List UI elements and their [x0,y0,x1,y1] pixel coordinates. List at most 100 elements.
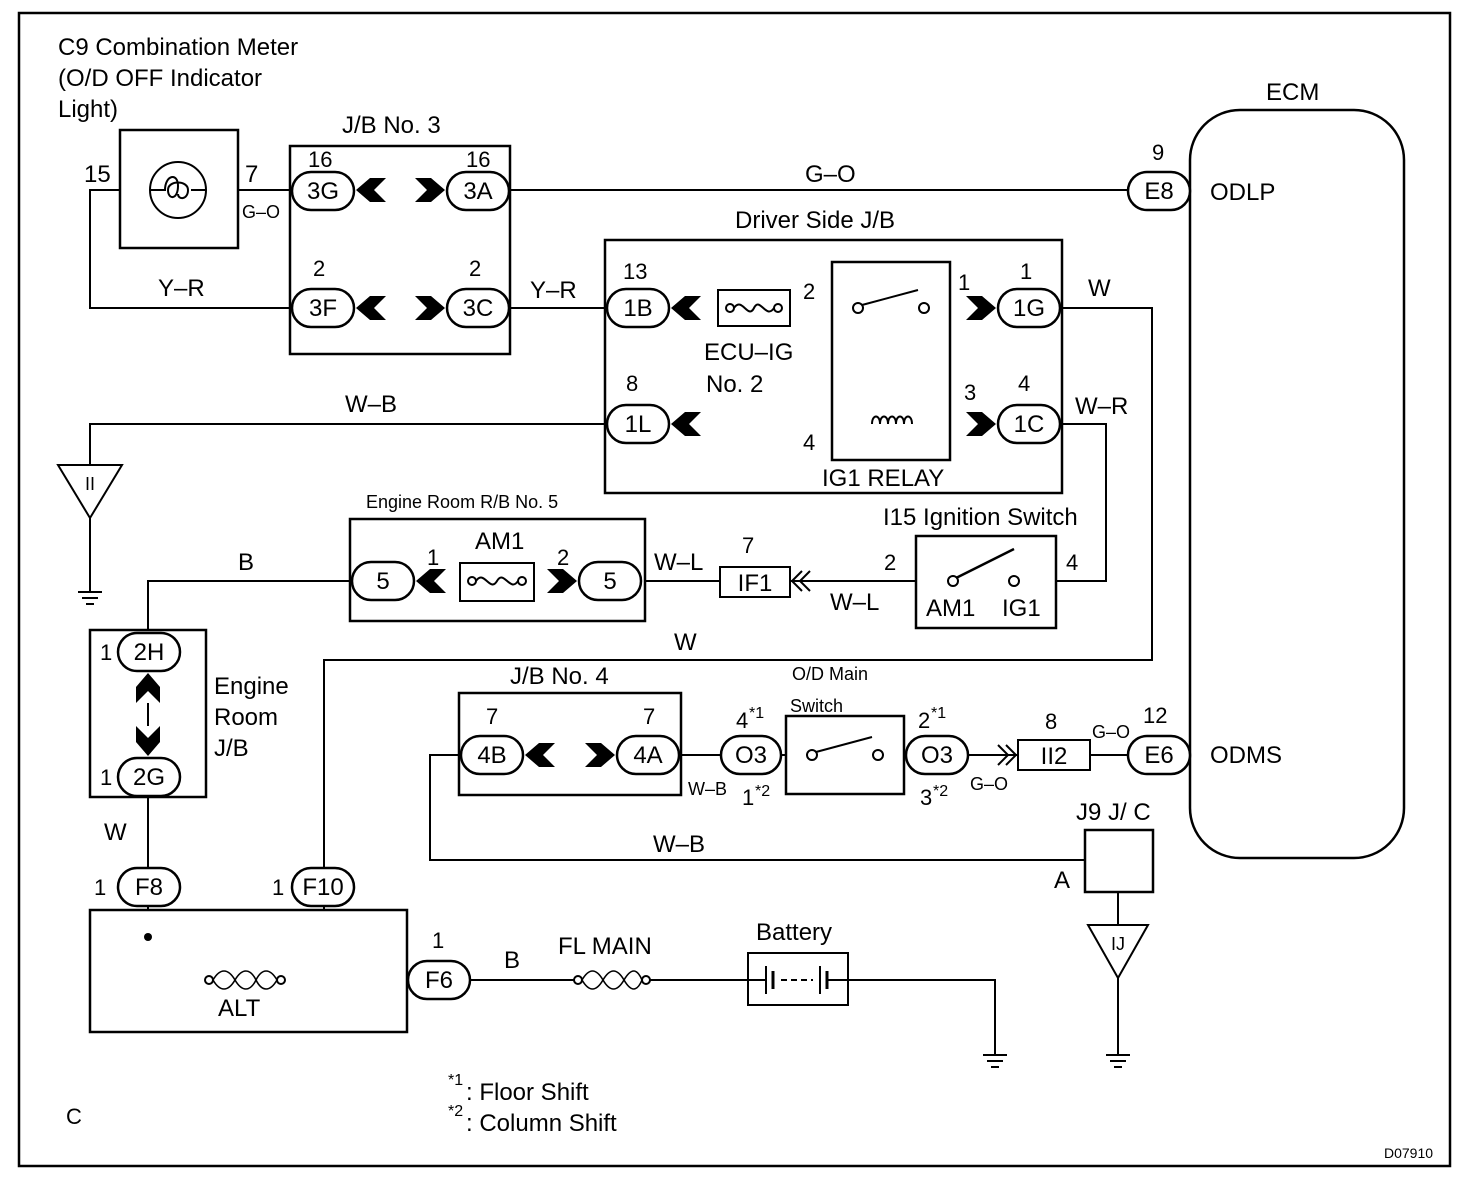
pin-label: 1 [272,875,284,900]
signal-odms: ODMS [1210,742,1282,769]
ground-icon [78,591,102,605]
footnotes: *1 : Floor Shift *2 : Column Shift [448,1072,617,1137]
ecm-label: ECM [1266,79,1319,106]
connector-arrow-icon [356,296,386,320]
alt-label: ALT [218,995,261,1022]
ignition-switch-label: I15 Ignition Switch [883,504,1078,531]
engine-room-jb-label: Engine [214,673,289,700]
pin-label: 1 [427,545,439,570]
connector-1B: 1B [623,295,652,322]
connector-4B: 4B [477,742,506,769]
connector-arrow-icon [356,178,386,202]
connector-1G: 1G [1013,295,1045,322]
connector-arrow-icon [136,726,160,756]
jb-no3-label: J/B No. 3 [342,112,441,139]
pin-label: 16 [466,147,490,172]
connector-O3-right: O3 [921,742,953,769]
connector-F10: F10 [302,874,343,901]
ecu-ig-sub-label: No. 2 [706,371,763,398]
signal-odlp: ODLP [1210,179,1275,206]
connector-3G: 3G [307,178,339,205]
ground-icon [983,1054,1007,1068]
connector-3F: 3F [309,295,337,322]
driver-side-jb-label: Driver Side J/B [735,207,895,234]
wire-color-label: W–B [345,391,397,418]
connector-E8: E8 [1144,178,1173,205]
battery-label: Battery [756,919,832,946]
driver-side-jb: Driver Side J/B 13 1B ECU–IG No. 2 2 IG1… [603,207,1064,495]
wire-color-label: W–R [1075,393,1128,420]
connector-1L: 1L [625,411,652,438]
od-switch-label: Switch [790,696,843,716]
junction-connector-j9: J9 J/ C A [1054,799,1155,894]
pin-label: 13 [623,259,647,284]
connector-arrow-icon [997,744,1018,766]
junction-block-3: J/B No. 3 16 16 2 2 3G 3A 3F 3C [288,112,512,356]
ground-point-IJ: IJ [1086,924,1150,981]
engine-room-rb5: Engine Room R/B No. 5 5 5 1 2 AM1 [348,492,647,623]
pin-label: 15 [84,161,111,188]
am1-fuse-icon [459,562,535,602]
j9-jc-label: J9 J/ C [1076,799,1151,826]
combination-meter-sub1: (O/D OFF Indicator [58,65,262,92]
connector-1C: 1C [1014,411,1045,438]
pin-label: 12 [1143,703,1167,728]
footnote-column-shift: : Column Shift [466,1110,617,1137]
od-switch-label: O/D Main [792,664,868,684]
ig1-relay-label: IG1 RELAY [822,465,944,492]
footnote-mark: *1 [448,1072,463,1089]
connector-II2-label: II2 [1041,743,1068,770]
pin-label: 7 [245,161,258,188]
ecm: ECM ODLP ODMS 9 E8 12 E6 [1126,79,1406,860]
pin-label: 2 [313,256,325,281]
pin-label: 7 [742,533,754,558]
od-main-switch: O/D Main Switch 4 *1 O3 W–B 1 *2 2 *1 O3… [688,664,1008,810]
wire-color-label: G–O [242,202,280,222]
pin-label: 1 [742,785,754,810]
combination-meter-label: C9 Combination Meter [58,34,298,61]
junction-dot [144,933,152,941]
ignition-am1-label: AM1 [926,595,975,622]
connector-F6: F6 [425,967,453,994]
wire-color-label: G–O [805,161,856,188]
connector-4A: 4A [633,742,662,769]
am1-fuse-label: AM1 [475,528,524,555]
ecu-ig-label: ECU–IG [704,339,793,366]
pin-label: 9 [1152,140,1164,165]
ignition-switch: I15 Ignition Switch AM1 IG1 2 4 [883,504,1078,630]
switch-contact-icon [947,547,1020,587]
ecu-ig-fuse-icon [717,289,791,327]
ground-label: IJ [1111,934,1125,954]
fl-main-fuse-icon [573,970,651,990]
pin-label: 8 [1045,709,1057,734]
wire-color-label: W–L [830,589,879,616]
pin-label: 2 [884,550,896,575]
engine-room-rb5-label: Engine Room R/B No. 5 [366,492,558,512]
connector-2H: 2H [134,639,165,666]
superscript-mark: *2 [933,783,948,800]
pin-label: 4 [736,708,748,733]
superscript-mark: *2 [755,783,770,800]
connector-arrow-icon [671,296,701,320]
pin-label: 16 [308,147,332,172]
connector-5-left: 5 [376,568,389,595]
pin-label: 4 [1066,550,1078,575]
pin-label: 1 [958,270,970,295]
combination-meter: C9 Combination Meter (O/D OFF Indicator … [58,34,298,302]
pin-label: 2 [469,256,481,281]
connector-E6: E6 [1144,742,1173,769]
relay-coil-icon [871,415,913,425]
pin-label: 1 [432,928,444,953]
connector-3A: 3A [463,178,492,205]
connector-arrow-icon [547,569,577,593]
pin-label: 1 [94,875,106,900]
ground-label: II [85,474,95,494]
superscript-mark: *1 [749,705,764,722]
footnote-floor-shift: : Floor Shift [466,1079,589,1106]
connector-IF1-label: IF1 [738,570,773,597]
bulb-icon [149,161,207,219]
connector-2G: 2G [133,764,165,791]
connector-arrow-icon [671,412,701,436]
wire-color-label: Y–R [158,275,205,302]
